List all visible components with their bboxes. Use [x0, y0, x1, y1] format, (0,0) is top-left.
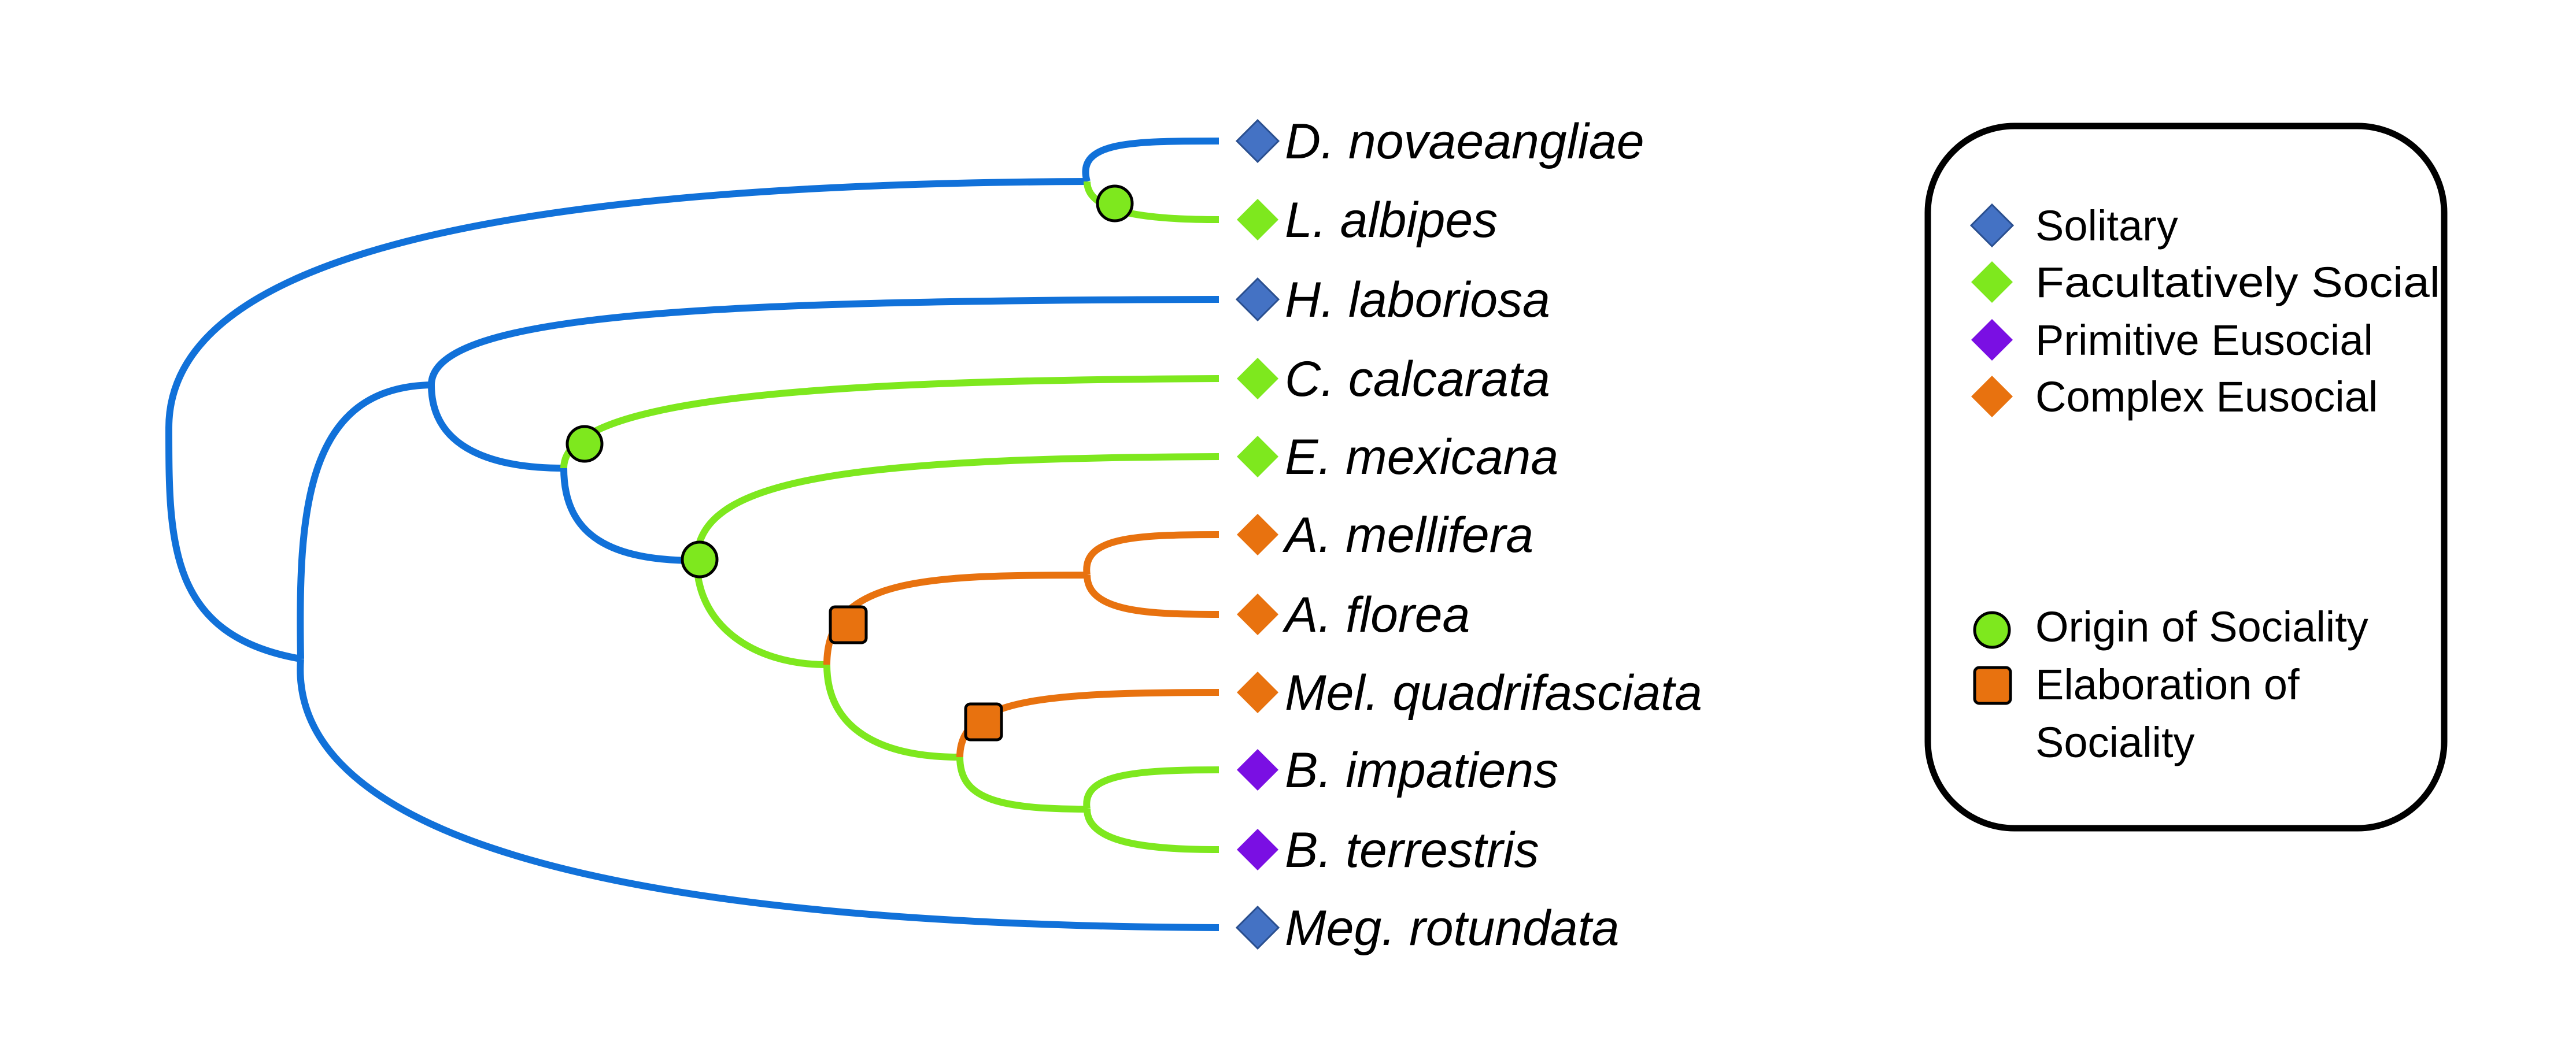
taxon-label: A. mellifera — [1282, 507, 1533, 563]
taxon-label: A. florea — [1282, 587, 1470, 643]
taxon-tip: H. laboriosa — [1235, 272, 1550, 328]
taxon-tip: Meg. rotundata — [1235, 900, 1619, 956]
origin-marker-calcarata-clade — [566, 425, 604, 463]
taxon-tip: A. florea — [1237, 587, 1470, 643]
diamond-icon — [1237, 199, 1278, 240]
taxa-labels: D. novaeangliae L. albipes H. laboriosa C. … — [1235, 114, 1702, 956]
square-icon — [1973, 666, 2012, 705]
taxon-tip: C. calcarata — [1237, 351, 1550, 407]
diamond-icon — [1237, 829, 1278, 870]
taxon-label: H. laboriosa — [1285, 272, 1550, 328]
taxon-tip: D. novaeangliae — [1235, 114, 1644, 169]
legend-origin-label: Origin of Sociality — [2035, 603, 2368, 651]
branch-to-corbiculate-core — [693, 560, 827, 668]
origin-marker-mexicana-clade — [681, 540, 719, 579]
taxon-label: D. novaeangliae — [1285, 114, 1644, 169]
legend-elaboration-label-line1: Elaboration of — [2035, 661, 2300, 709]
branch-to-a-mellifera — [1083, 531, 1219, 576]
branch-to-b-impatiens — [1083, 766, 1219, 810]
taxon-tip: L. albipes — [1237, 192, 1498, 248]
branch-top-clade-to-d-novaeangliae — [1082, 138, 1219, 183]
legend-elaboration-entry: Elaboration of Sociality — [1973, 661, 2300, 766]
taxon-label: L. albipes — [1285, 192, 1498, 248]
taxon-tip: Mel. quadrifasciata — [1237, 665, 1702, 721]
diamond-icon — [1971, 319, 2013, 361]
taxon-label: C. calcarata — [1285, 351, 1550, 407]
diamond-icon — [1969, 203, 2015, 248]
legend-state-entry: Solitary — [1969, 202, 2178, 250]
diamond-icon — [1235, 277, 1280, 322]
taxon-tip: B. terrestris — [1237, 822, 1539, 878]
taxon-label: B. impatiens — [1285, 743, 1558, 798]
phylogenetic-tree — [165, 138, 1219, 931]
diamond-icon — [1237, 514, 1278, 555]
taxon-label: Mel. quadrifasciata — [1285, 665, 1702, 721]
branch-to-bombus-split — [956, 757, 1088, 813]
branch-to-b-terrestris — [1084, 809, 1219, 853]
branch-to-a-florea — [1084, 574, 1219, 618]
diamond-icon — [1237, 672, 1278, 713]
taxon-label: E. mexicana — [1285, 429, 1558, 485]
branch-to-h-laboriosa — [428, 296, 1219, 386]
diamond-icon — [1235, 905, 1280, 950]
diamond-icon — [1971, 261, 2013, 303]
taxon-tip: E. mexicana — [1237, 429, 1558, 485]
legend-box — [1924, 123, 2448, 832]
branch-to-clade-calcarata — [428, 384, 564, 472]
legend-state-label: Solitary — [2035, 202, 2178, 250]
legend-state-entry: Primitive Eusocial — [1971, 316, 2373, 364]
origin-marker-l-albipes — [1096, 184, 1134, 223]
branch-to-e-mexicana — [693, 453, 1219, 561]
diamond-icon — [1237, 594, 1278, 635]
taxon-tip: A. mellifera — [1237, 507, 1533, 563]
branch-to-melipona-bombus-split — [823, 664, 960, 761]
taxon-tip: B. impatiens — [1237, 743, 1558, 798]
diamond-icon — [1237, 358, 1278, 399]
taxon-label: Meg. rotundata — [1285, 900, 1619, 956]
branch-to-clade-mexicana — [560, 468, 697, 564]
legend-state-label: Facultatively Social — [2035, 258, 2440, 306]
legend-state-label: Primitive Eusocial — [2035, 316, 2373, 364]
branch-root-to-meg-rotundata — [297, 658, 1219, 931]
legend-origin-entry: Origin of Sociality — [1973, 603, 2368, 651]
diamond-icon — [1971, 376, 2013, 417]
branch-root-to-corbiculate-clade — [297, 381, 432, 659]
diamond-icon — [1237, 436, 1278, 477]
circle-icon — [1973, 611, 2011, 649]
legend-elaboration-label-line2: Sociality — [2035, 718, 2195, 766]
taxon-label: B. terrestris — [1285, 822, 1539, 878]
elaboration-marker-melipona — [964, 702, 1003, 742]
legend-state-entry: Facultatively Social — [1971, 258, 2440, 306]
legend-state-entry: Complex Eusocial — [1971, 373, 2378, 421]
diamond-icon — [1237, 749, 1278, 791]
legend-state-label: Complex Eusocial — [2035, 373, 2378, 421]
branch-root-to-top-clade — [165, 178, 1088, 662]
diamond-icon — [1235, 118, 1280, 164]
elaboration-marker-apis — [829, 605, 868, 644]
